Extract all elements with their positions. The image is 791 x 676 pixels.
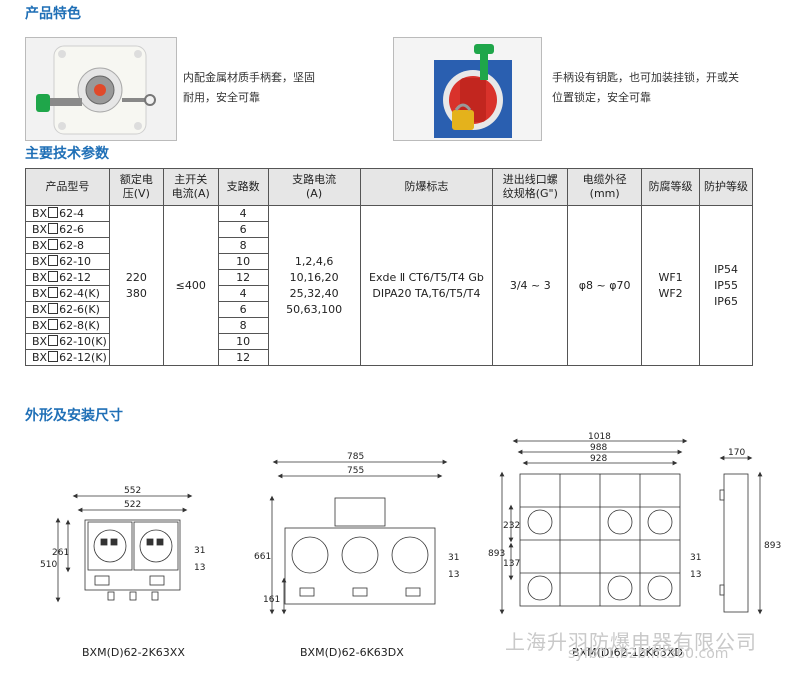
col-header-voltage: 额定电压(V) — [108, 168, 164, 206]
circuits-cell: 12 — [217, 349, 269, 366]
feature-text-1: 内配金属材质手柄套，坚固 耐用，安全可靠 — [183, 71, 315, 104]
col-header-main-current: 主开关电流(A) — [162, 168, 219, 206]
col-header-thread: 进出线口螺纹规格(G") — [492, 168, 569, 206]
dim-side-b: 13 — [448, 570, 459, 580]
dim-width-inner: 755 — [347, 466, 364, 476]
dim-height-lower: 161 — [263, 595, 280, 605]
dim-width-inner: 522 — [124, 500, 141, 510]
circuits-cell: 12 — [217, 269, 269, 286]
dim-height-total: 510 — [40, 560, 57, 570]
dim-width-outer: 785 — [347, 452, 364, 462]
caption-6k63dx: BXM(D)62-6K63DX — [300, 646, 404, 659]
drawing-6k63dx: 785 755 661 161 31 13 — [254, 452, 459, 615]
col-header-model: 产品型号 — [25, 168, 110, 206]
col-header-protection: 防护等级 — [699, 168, 753, 206]
dim-side-b: 13 — [690, 570, 701, 580]
dim-height: 893 — [764, 541, 781, 551]
circuits-cell: 4 — [217, 205, 269, 222]
dim-depth: 170 — [728, 448, 745, 458]
dim-height-upper: 232 — [503, 521, 520, 531]
product-photo-handle — [25, 37, 177, 141]
circuits-cell: 4 — [217, 285, 269, 302]
dim-width-outer: 1018 — [588, 432, 611, 442]
col-header-exmark: 防爆标志 — [359, 168, 494, 206]
dim-side-a: 31 — [690, 553, 701, 563]
dim-height-total: 893 — [488, 549, 505, 559]
dim-width-inner: 928 — [590, 454, 607, 464]
caption-12k63xd: BXM(D)62-12K63XD — [572, 646, 683, 659]
col-header-branch-current: 支路电流(A) — [267, 168, 361, 206]
dims-title: 外形及安装尺寸 — [25, 408, 123, 424]
circuits-cell: 8 — [217, 237, 269, 254]
drawing-side-view: 170 893 — [719, 448, 781, 615]
drawing-12k63xd: 1018 988 928 893 232 137 31 13 — [488, 432, 701, 615]
dim-height-upper: 261 — [52, 548, 69, 558]
main-current-cell: ≤400 — [162, 205, 219, 366]
cable-cell: φ8 ~ φ70 — [567, 205, 643, 366]
dim-width-mid: 988 — [590, 443, 607, 453]
drawing-2k63xx: 552 522 510 261 31 13 — [40, 486, 205, 603]
caption-2k63xx: BXM(D)62-2K63XX — [82, 646, 185, 659]
circuits-cell: 10 — [217, 253, 269, 270]
col-header-circuits: 支路数 — [217, 168, 269, 206]
features-title: 产品特色 — [25, 6, 81, 22]
circuits-cell: 10 — [217, 333, 269, 350]
col-header-cable: 电缆外径(mm) — [567, 168, 643, 206]
spec-table: 产品型号 额定电压(V) 主开关电流(A) 支路数 支路电流(A) 防爆标志 进… — [25, 168, 753, 366]
product-photo-lock — [393, 37, 542, 141]
feature-text-2: 手柄设有钥匙，也可加装挂锁，开或关 位置锁定，安全可靠 — [552, 71, 739, 104]
dim-side-a: 31 — [194, 546, 205, 556]
circuits-cell: 6 — [217, 301, 269, 318]
dim-side-b: 13 — [194, 563, 205, 573]
watermark-company: 上海升羽防爆电器有限公司 — [505, 630, 757, 654]
circuits-cell: 8 — [217, 317, 269, 334]
dimension-drawings: 552 522 510 261 31 13 785 755 661 161 31… — [40, 432, 781, 615]
thread-cell: 3/4 ~ 3 — [492, 205, 569, 366]
table-header-row: 产品型号 额定电压(V) 主开关电流(A) 支路数 支路电流(A) 防爆标志 进… — [25, 168, 753, 206]
watermark-url: syfb01.b2b.hc360.com — [568, 646, 729, 662]
col-header-corrosion: 防腐等级 — [641, 168, 701, 206]
dim-height-lower: 137 — [503, 559, 520, 569]
dim-width-outer: 552 — [124, 486, 141, 496]
specs-title: 主要技术参数 — [25, 146, 109, 162]
circuits-cell: 6 — [217, 221, 269, 238]
dim-side-a: 31 — [448, 553, 459, 563]
dim-height-total: 661 — [254, 552, 271, 562]
